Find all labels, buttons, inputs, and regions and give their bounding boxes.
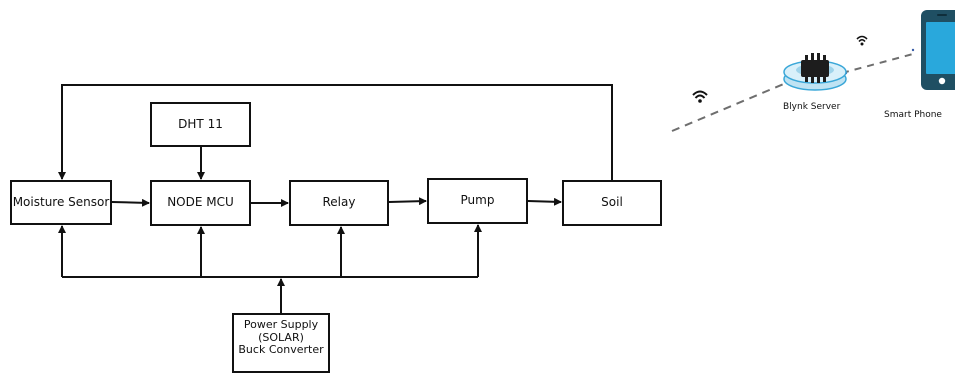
link-dot xyxy=(911,48,915,52)
power-supply-label-line3: Buck Converter xyxy=(238,343,324,357)
dht11-label: DHT 11 xyxy=(178,116,223,131)
moisture-to-nodemcu-arrow xyxy=(111,198,150,207)
feedback-line xyxy=(58,84,613,180)
pump-block: Pump xyxy=(427,178,528,224)
dashed-link-right xyxy=(841,53,914,74)
moisture-sensor-label: Moisture Sensor xyxy=(12,194,110,209)
nodemcu-block: NODE MCU xyxy=(150,180,251,226)
relay-block: Relay xyxy=(289,180,389,226)
dashed-link-left xyxy=(671,82,787,132)
relay-to-pump-arrow xyxy=(388,197,427,206)
smartphone-icon xyxy=(921,10,955,90)
moisture-sensor-block: Moisture Sensor xyxy=(10,180,112,225)
wifi-icon xyxy=(692,90,708,103)
blynk-server-label: Blynk Server xyxy=(783,102,841,112)
nodemcu-label: NODE MCU xyxy=(167,195,234,210)
soil-block: Soil xyxy=(562,180,662,226)
soil-label: Soil xyxy=(601,195,623,210)
pump-label: Pump xyxy=(460,193,495,208)
pump-to-soil-arrow xyxy=(527,197,562,206)
relay-label: Relay xyxy=(322,195,356,210)
server-icon xyxy=(783,53,847,91)
power-supply-label-line1: Power Supply xyxy=(243,318,319,331)
wifi-icon xyxy=(856,35,868,46)
power-supply-label-line2: (SOLAR) xyxy=(258,330,304,344)
dht11-block: DHT 11 xyxy=(150,102,251,147)
smart-phone-label: Smart Phone xyxy=(884,110,942,120)
power-supply-block: Power Supply (SOLAR) Buck Converter xyxy=(232,313,330,373)
